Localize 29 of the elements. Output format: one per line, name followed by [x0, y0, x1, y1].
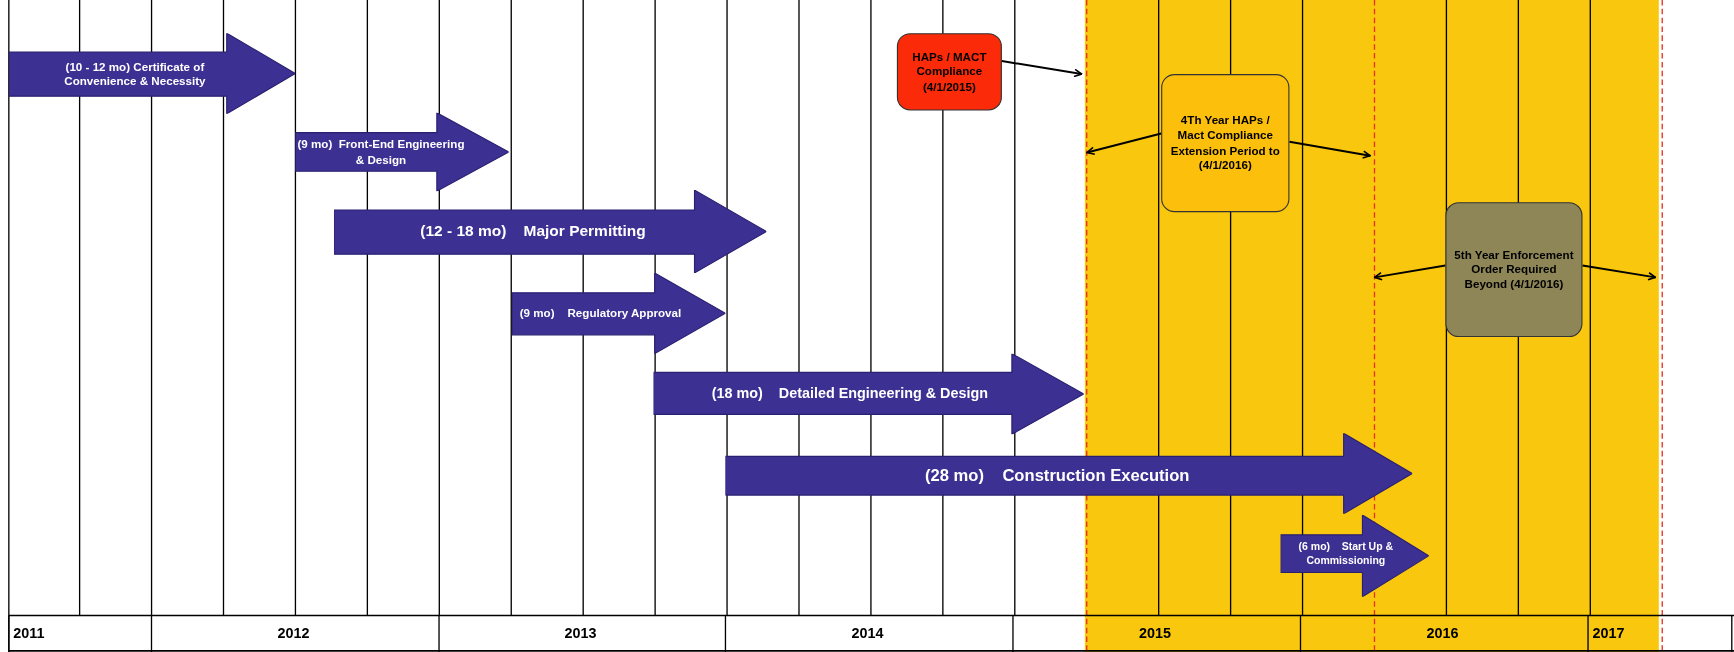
task-label: (10 - 12 mo) Certificate of Convenience & Necessity — [63, 59, 207, 89]
arrow — [1288, 140, 1372, 159]
task-bar — [653, 353, 1084, 435]
arrow — [1373, 264, 1447, 281]
task-bar — [725, 433, 1413, 514]
arrow — [1086, 132, 1163, 155]
year-label: 2012 — [277, 624, 310, 641]
task-label: (9 mo) Regulatory Approval — [519, 306, 682, 322]
year-label: 2014 — [851, 624, 884, 641]
year-label: 2011 — [13, 624, 45, 641]
year-label: 2015 — [1139, 624, 1172, 641]
arrow — [1581, 264, 1657, 281]
task-bar — [512, 272, 726, 354]
task-label: (12 - 18 mo) Major Permitting — [420, 222, 646, 242]
task-bar — [1280, 514, 1429, 597]
year-label: 2017 — [1592, 624, 1625, 641]
task-bar — [295, 112, 509, 192]
note-box: 4Th Year HAPs / Mact Compliance Extension Period to (4/1/2016) — [1161, 74, 1290, 213]
task-label: (9 mo) Front-End Engineering & Design — [296, 137, 466, 167]
arrow — [1000, 60, 1083, 78]
year-label: 2016 — [1426, 624, 1459, 641]
year-label: 2013 — [564, 624, 597, 641]
milestone-box: HAPs / MACT Compliance (4/1/2015) — [896, 33, 1002, 111]
task-label: (18 mo) Detailed Engineering & Design — [711, 384, 989, 403]
note-box: 5th Year Enforcement Order Required Beyond (4/1/2016) — [1445, 202, 1583, 338]
task-label: (28 mo) Construction Execution — [924, 465, 1190, 487]
task-label: (6 mo) Start Up & Commissioning — [1297, 540, 1395, 567]
task-bar — [333, 190, 767, 273]
task-bar — [8, 33, 296, 114]
